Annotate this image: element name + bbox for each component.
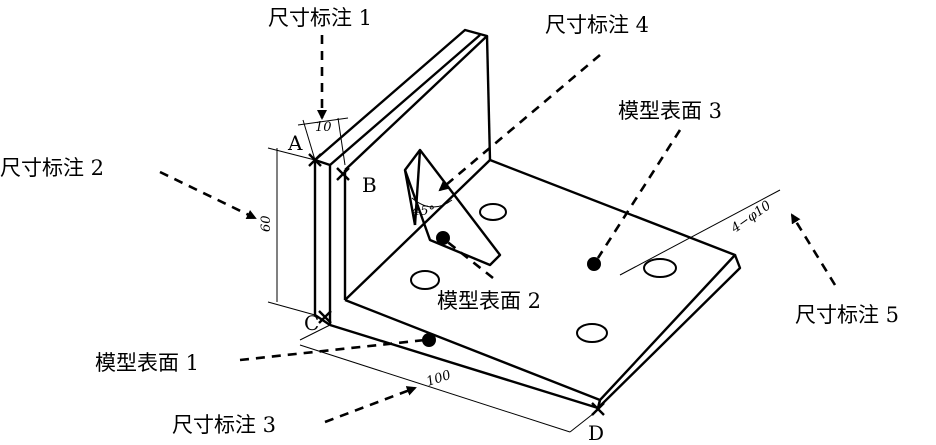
point-c-label: C — [304, 311, 319, 335]
label-surf3: 模型表面 3 — [618, 99, 722, 123]
leader-surf2 — [444, 238, 494, 280]
marker-d — [591, 402, 605, 416]
rib-left-edge — [403, 169, 417, 226]
surface-dot-2 — [436, 231, 450, 245]
vertical-plate-side-edge — [314, 158, 332, 325]
leader-arrows — [159, 35, 837, 424]
leader-surf3 — [596, 129, 682, 259]
vertical-plate-front-edge — [313, 160, 331, 326]
dim-10-ext-a — [302, 119, 316, 161]
base-front-edge — [329, 323, 602, 410]
dim-45-arc — [411, 197, 453, 208]
hole-1 — [479, 203, 507, 221]
label-surf1: 模型表面 1 — [95, 351, 199, 375]
surface-dot-3 — [587, 257, 601, 271]
dimension-lines — [267, 117, 781, 433]
base-top-surface — [344, 158, 737, 402]
dim-100-text: 100 — [425, 368, 453, 390]
dim-100-line — [299, 344, 571, 433]
hole-2 — [410, 270, 440, 290]
vertical-plate-top-edge — [314, 28, 489, 171]
dim-45-text: 45° — [411, 204, 435, 219]
vertical-plate-top-inner — [329, 34, 481, 166]
base-corner-edge — [596, 399, 602, 409]
dim-hole-text: 4−φ10 — [728, 198, 774, 237]
dim-hole-leader — [619, 189, 781, 276]
marker-c — [318, 310, 332, 324]
leader-dim3 — [324, 386, 417, 424]
leader-dim4 — [438, 54, 601, 192]
hole-4 — [576, 323, 608, 343]
point-b-label: B — [362, 173, 377, 197]
marker-b — [336, 167, 350, 181]
label-dim4: 尺寸标注 4 — [545, 13, 649, 37]
leader-dim2 — [159, 170, 257, 220]
hole-3 — [643, 258, 677, 278]
dim-60-ext-top — [267, 147, 316, 161]
rib-inner-edge — [413, 149, 422, 226]
dim-60-ext-bottom — [267, 301, 316, 316]
label-dim5: 尺寸标注 5 — [795, 303, 899, 327]
inner-base-corner-line — [344, 159, 491, 301]
dim-60-text: 60 — [259, 215, 274, 232]
label-dim1: 尺寸标注 1 — [268, 6, 372, 30]
label-dim2: 尺寸标注 2 — [0, 156, 104, 180]
rib — [403, 148, 502, 267]
label-surf2: 模型表面 2 — [437, 289, 541, 313]
leader-dim5 — [790, 213, 837, 286]
bracket-outline — [313, 28, 742, 410]
surface-dot-1 — [422, 333, 436, 347]
point-d-label: D — [588, 421, 604, 445]
point-a-label: A — [287, 131, 303, 155]
point-markers — [308, 153, 605, 416]
dim-10-line — [297, 117, 349, 126]
label-dim3: 尺寸标注 3 — [172, 413, 276, 437]
leader-surf1 — [239, 338, 426, 362]
marker-a — [308, 153, 322, 167]
dim-10-ext-b — [337, 117, 346, 166]
vertical-plate-back-edge — [485, 35, 492, 161]
base-right-edge — [597, 254, 742, 409]
dim-100-ext-a — [299, 324, 331, 341]
dim-10-text: 10 — [315, 120, 332, 135]
